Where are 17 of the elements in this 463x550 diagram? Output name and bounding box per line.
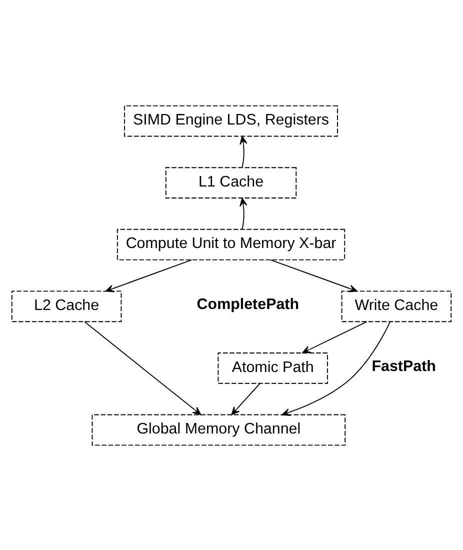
node-box: SIMD Engine LDS, Registers [124,104,338,136]
arrow [231,382,260,415]
node-box: Atomic Path [218,352,328,384]
node-box: L2 Cache [11,290,122,322]
arrow [105,258,192,292]
arrow [240,197,248,230]
arrow [240,135,248,168]
node-box: Global Memory Channel [92,414,346,446]
node-box: Write Cache [341,290,452,322]
node-box: Compute Unit to Memory X-bar [116,228,346,260]
label: CompletePath [196,296,300,313]
node-box: L1 Cache [165,166,297,198]
arrow [270,258,358,292]
arrow [282,320,391,416]
arrow [302,320,368,353]
arrow [84,320,202,415]
edge-label: FastPath [372,357,436,374]
